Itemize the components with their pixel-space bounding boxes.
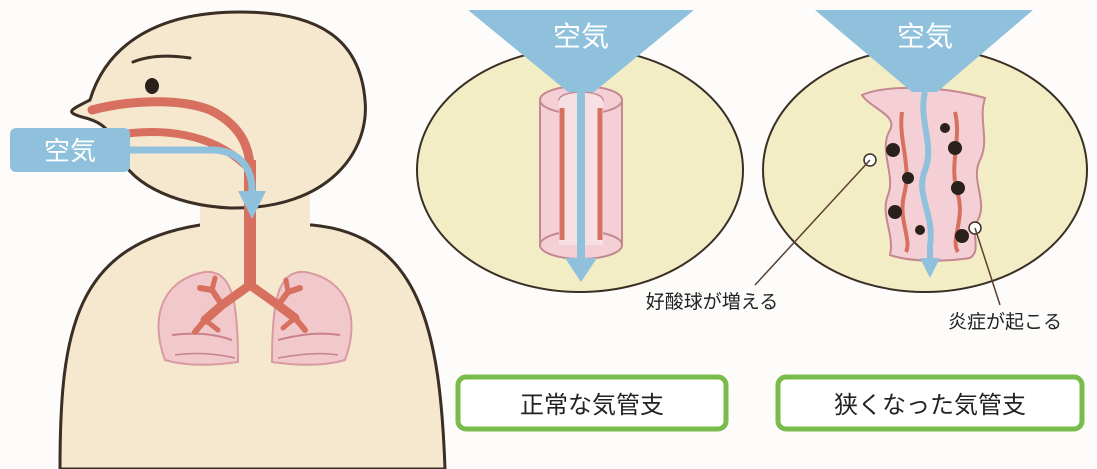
eosinophil-label: 好酸球が増える [646,291,778,313]
eye [145,78,159,94]
normal-air-label: 空気 [553,20,609,53]
narrow-caption: 狭くなった気管支 [834,391,1026,419]
normal-bronchus-panel: 空気 正常な気管支 [417,10,743,429]
narrow-air-label: 空気 [897,20,953,53]
inflammation-label: 炎症が起こる [948,311,1062,333]
person-figure: 空気 [10,12,445,469]
person-air-label: 空気 [44,137,96,167]
normal-caption: 正常な気管支 [520,391,664,419]
